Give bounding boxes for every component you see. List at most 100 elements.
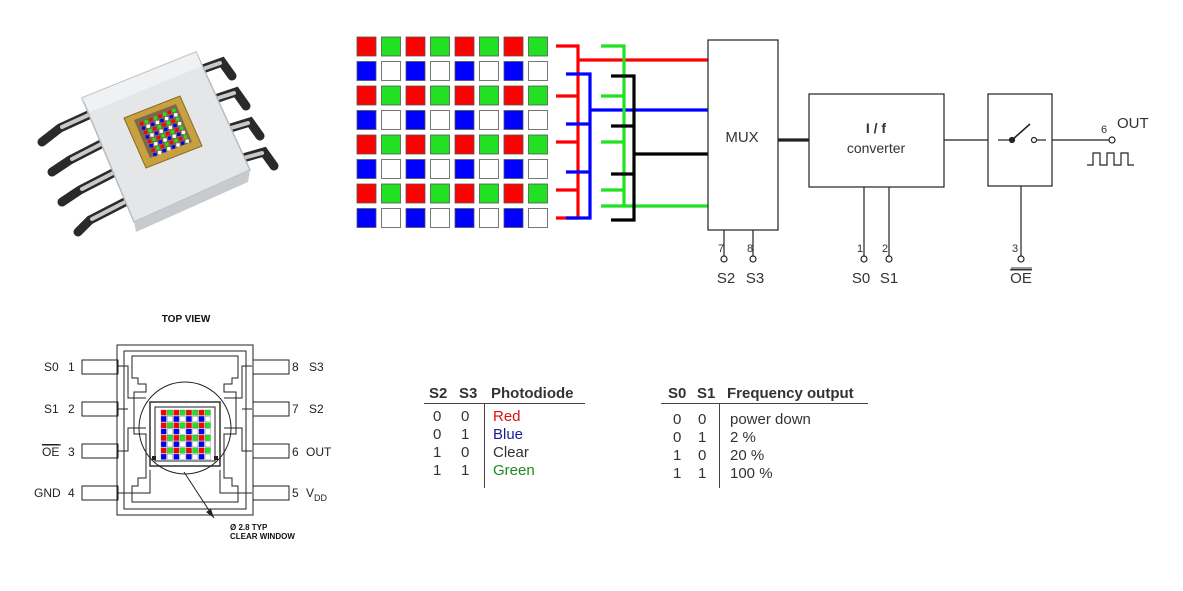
- chip-die-cell-clear: [155, 120, 160, 125]
- photodiode-cell-red: [356, 36, 377, 57]
- chip-die-cell-green: [166, 121, 171, 125]
- photodiode-cell-clear: [528, 208, 548, 228]
- chip-die-cell-clear: [167, 147, 171, 151]
- chip-die-cell-clear: [150, 133, 154, 137]
- package-photodiode-cell-green: [204, 435, 211, 441]
- package-photodiode-cell-red: [186, 409, 192, 416]
- chip-die-cell-red: [156, 135, 161, 140]
- chip-die-cell-blue: [158, 140, 163, 144]
- chip-die-cell-red: [158, 114, 162, 118]
- package-photodiode-cell-green: [192, 422, 199, 429]
- photodiode-cell-red: [356, 183, 377, 204]
- photodiode-cell-blue: [405, 159, 426, 179]
- photodiode-cell-green: [430, 36, 450, 57]
- photodiode-cell-blue: [454, 110, 475, 130]
- pad-pin-4: [81, 485, 119, 501]
- chip-die-cell-green: [170, 130, 174, 134]
- photodiode-cell-red: [503, 36, 524, 57]
- package-photodiode-cell-clear: [167, 416, 173, 422]
- photodiode-cell-blue: [405, 110, 426, 130]
- photodiode-cell-green: [430, 183, 450, 204]
- square-wave-icon: [1087, 152, 1134, 166]
- package-photodiode-cell-blue: [160, 416, 167, 422]
- chip-die-cell-blue: [180, 141, 185, 145]
- chip-die-cell-green: [153, 116, 158, 120]
- chip-die-cell-green: [176, 117, 180, 121]
- package-photodiode-cell-green: [192, 409, 199, 416]
- package-photodiode-cell-green: [167, 422, 173, 429]
- chip-die-cell-clear: [185, 139, 189, 143]
- package-photodiode-cell-blue: [173, 441, 180, 448]
- chip-die-cell-clear: [164, 116, 169, 121]
- package-photodiode-cell-red: [173, 409, 180, 416]
- package-photodiode-cell-clear: [167, 441, 173, 448]
- photodiode-cell-red: [356, 134, 377, 155]
- package-photodiode-cell-blue: [198, 428, 205, 435]
- photodiode-cell-green: [430, 134, 450, 155]
- photodiode-cell-blue: [503, 110, 524, 130]
- chip-die-cell-green: [161, 133, 165, 138]
- package-top-view: TOP VIEW: [34, 314, 332, 541]
- package-photodiode-cell-blue: [186, 428, 192, 435]
- top-view-title: TOP VIEW: [162, 314, 211, 325]
- photodiode-cell-clear: [479, 159, 499, 179]
- photodiode-cell-clear: [381, 159, 401, 179]
- chip-die-cell-clear: [181, 130, 186, 135]
- photodiode-cell-clear: [430, 159, 450, 179]
- package-photodiode-cell-green: [204, 409, 211, 416]
- photodiode-cell-red: [454, 183, 475, 204]
- pin-number-3: 3: [1012, 243, 1018, 255]
- photodiode-cell-clear: [528, 110, 548, 130]
- photodiode-cell-green: [430, 85, 450, 106]
- photodiode-cell-green: [381, 36, 401, 57]
- chip-die-cell-green: [163, 112, 167, 116]
- package-photodiode-cell-red: [173, 435, 180, 441]
- chip-die-cell-clear: [177, 121, 182, 126]
- photodiode-cell-red: [405, 36, 426, 57]
- chip-die-cell-red: [166, 132, 170, 136]
- left-pin-number-3: 3: [68, 445, 75, 459]
- chip-die-cell-red: [171, 119, 175, 123]
- chip-die-cell-blue: [149, 144, 153, 148]
- mux-block: [707, 39, 779, 231]
- package-photodiode-cell-clear: [192, 441, 199, 448]
- package-photodiode-cell-blue: [160, 428, 167, 435]
- package-photodiode-cell-green: [179, 447, 186, 454]
- package-photodiode-cell-clear: [179, 453, 186, 460]
- chip-die-cell-green: [183, 135, 187, 139]
- photodiode-cell-red: [356, 85, 377, 106]
- photodiode-cell-green: [528, 36, 548, 57]
- photodiode-array: [356, 36, 548, 228]
- chip-die-cell-blue: [164, 127, 168, 131]
- chip-die-cell-red: [175, 128, 179, 132]
- package-photodiode-cell-green: [179, 422, 186, 429]
- package-photodiode-cell-green: [167, 447, 173, 454]
- right-pin-number-5: 5: [292, 486, 299, 500]
- chip-die-cell-red: [151, 148, 155, 152]
- photodiode-cell-green: [479, 85, 499, 106]
- photodiode-cell-green: [381, 183, 401, 204]
- package-photodiode-cell-blue: [186, 453, 192, 460]
- pin-number-1: 1: [857, 243, 863, 255]
- chip-die-cell-blue: [145, 135, 150, 139]
- chip-die-cell-blue: [151, 122, 155, 126]
- package-photodiode-array: [160, 409, 211, 460]
- chip-die-cell-red: [147, 139, 151, 143]
- package-photodiode-cell-clear: [204, 453, 211, 460]
- photodiode-cell-blue: [503, 61, 524, 81]
- vdd-main: V: [306, 486, 314, 500]
- pad-pin-5: [252, 485, 290, 501]
- photodiode-cell-blue: [454, 208, 475, 228]
- package-photodiode-cell-red: [186, 447, 192, 454]
- left-pin-name-2: S1: [44, 402, 59, 416]
- chip-die-cell-green: [172, 108, 176, 113]
- converter-label-1: I / f: [866, 120, 887, 136]
- photodiode-cell-blue: [356, 159, 377, 179]
- photodiode-cell-clear: [528, 159, 548, 179]
- chip-die-cell-red: [149, 118, 153, 122]
- package-photodiode-cell-green: [204, 447, 211, 454]
- chip-die-cell-clear: [157, 150, 162, 155]
- chip-die-cell-red: [167, 110, 171, 114]
- block-diagram: [707, 39, 1134, 263]
- package-photodiode-cell-blue: [160, 441, 167, 448]
